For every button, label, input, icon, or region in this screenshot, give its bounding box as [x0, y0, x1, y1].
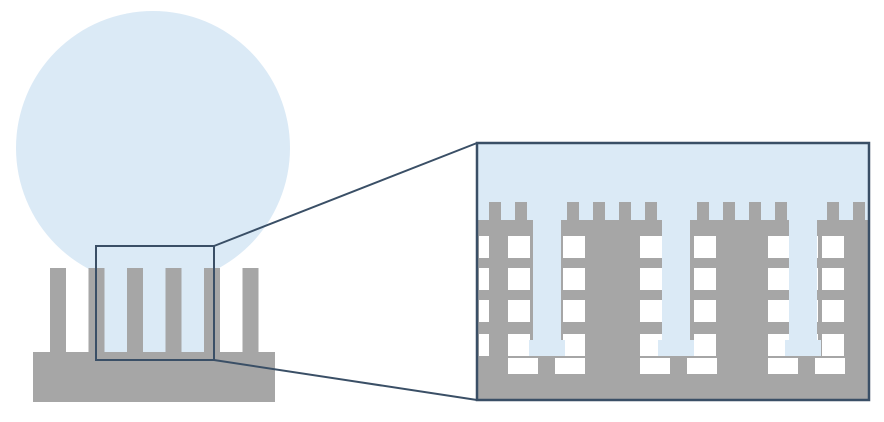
pore-cavity	[479, 268, 489, 290]
pore-cavity	[822, 268, 844, 290]
pore-cavity	[508, 358, 538, 374]
pore-cavity	[479, 300, 489, 322]
pore-cavity	[694, 300, 716, 322]
zoom-porous-details	[477, 143, 869, 374]
pillar	[204, 268, 220, 354]
pore-cavity	[822, 300, 844, 322]
pillar-array	[50, 268, 259, 354]
pore-cavity	[694, 334, 716, 356]
pore-cavity	[640, 236, 662, 258]
pore-cavity	[640, 358, 670, 374]
zoom-panel-frame	[475, 141, 871, 402]
pore-cavity	[640, 268, 662, 290]
liquid-droplet	[16, 11, 290, 285]
pore-cavity	[508, 334, 530, 356]
pore-cavity	[563, 300, 585, 322]
overview-scene	[16, 11, 290, 402]
surface-asperity	[749, 202, 761, 222]
liquid-channel	[662, 200, 690, 352]
surface-asperity	[853, 202, 865, 222]
pore-cavity	[768, 358, 798, 374]
pore-cavity	[768, 334, 790, 356]
zoomed-detail-panel	[475, 141, 871, 402]
surface-asperity	[567, 202, 579, 222]
pillar	[127, 268, 143, 354]
zoom-selection-box	[95, 245, 215, 361]
liquid-channel-tip	[658, 340, 694, 356]
zoom-line-bottom	[213, 359, 478, 401]
pore-cavity	[815, 358, 845, 374]
pillar	[242, 268, 259, 354]
pore-cavity	[640, 334, 662, 356]
pore-cavity	[768, 236, 790, 258]
surface-asperity	[645, 202, 657, 222]
pore-cavity	[555, 358, 585, 374]
pore-cavity	[508, 236, 530, 258]
pore-cavity	[508, 300, 530, 322]
pore-cavity	[768, 300, 790, 322]
pillar	[165, 268, 182, 354]
surface-asperity	[593, 202, 605, 222]
pore-cavity	[563, 268, 585, 290]
pore-cavity	[822, 236, 844, 258]
pore-cavity	[479, 236, 489, 258]
pore-cavity	[822, 334, 844, 356]
pore-cavity	[694, 268, 716, 290]
pore-cavity	[479, 334, 489, 356]
liquid-channel	[533, 200, 561, 352]
pore-cavity	[563, 236, 585, 258]
pore-cavity	[640, 300, 662, 322]
pore-cavity	[563, 334, 585, 356]
liquid-channel-tip	[529, 340, 565, 356]
zoom-line-top	[213, 142, 478, 247]
surface-asperity	[515, 202, 527, 222]
liquid-band	[477, 143, 869, 200]
pillar	[50, 268, 66, 354]
droplet-wetting-region	[96, 240, 214, 354]
pore-cavity	[687, 358, 717, 374]
pore-cavity	[508, 268, 530, 290]
liquid-channel	[789, 200, 817, 352]
surface-asperity	[827, 202, 839, 222]
surface-asperity	[619, 202, 631, 222]
surface-asperity	[489, 202, 501, 222]
pore-cavity	[694, 236, 716, 258]
surface-asperity	[775, 202, 787, 222]
surface-asperity	[697, 202, 709, 222]
surface-asperity	[723, 202, 735, 222]
pore-cavity	[768, 268, 790, 290]
liquid-channel-tip	[785, 340, 821, 356]
